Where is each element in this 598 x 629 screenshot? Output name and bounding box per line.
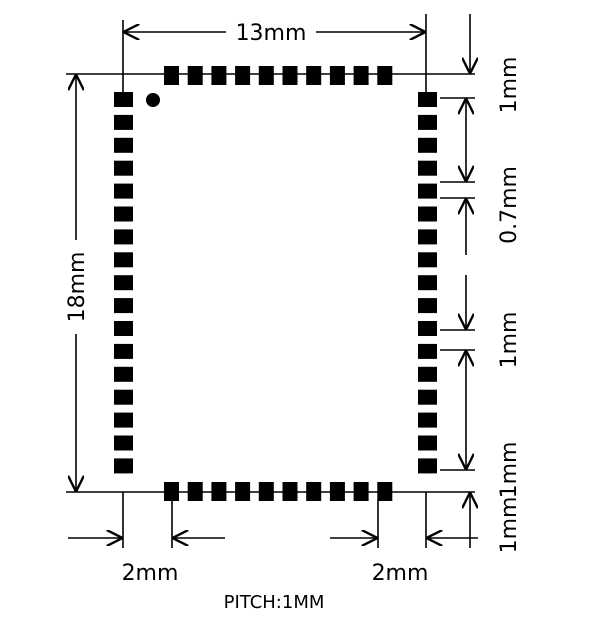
right-pad [418,343,437,359]
left-pad [114,206,133,222]
top-pad [211,66,227,85]
top-pad [306,66,322,85]
left-pad [114,114,133,130]
top-pad [377,66,393,85]
right-pad [418,229,437,245]
left-pad [114,275,133,291]
right-pad [418,92,437,107]
right-pad [418,435,437,451]
left-pad [114,321,133,336]
top-pad-row [164,66,393,85]
right-pad [418,160,437,176]
right-pad [418,206,437,222]
width-label-bg [226,18,316,46]
left-pad-column [114,92,133,474]
top-pad [164,66,179,85]
left-pad [114,435,133,451]
left-pad [114,160,133,176]
top-pad [329,66,345,85]
right-pad [418,389,437,405]
top-pad [258,66,274,85]
left-pad [114,229,133,245]
lower-segment-label: 1mm [497,442,522,499]
pitch-label: PITCH:1MM [224,592,325,613]
left-pad [114,183,133,199]
right-pad [418,183,437,199]
left-pad [114,343,133,359]
height-label-bg [62,240,90,334]
top-pad [353,66,369,85]
bottom-offset-label: 1mm [497,497,522,554]
left-pad [114,252,133,268]
left-pad [114,137,133,153]
right-pad [418,366,437,382]
left-pad [114,458,133,474]
left-pad [114,366,133,382]
right-pad [418,298,437,314]
right-pad [418,275,437,291]
pin-1-marker [146,93,160,107]
pad-gap-label: 0.7mm [497,166,522,244]
right-pad [418,412,437,428]
right-pad [418,321,437,336]
left-margin-label: 2mm [122,561,179,586]
right-pad-column [418,92,437,474]
left-pad [114,298,133,314]
left-pad [114,389,133,405]
left-pad [114,412,133,428]
top-pad [282,66,298,85]
right-pad [418,114,437,130]
top-pad [235,66,251,85]
right-pad [418,252,437,268]
middle-segment-label: 1mm [497,312,522,369]
right-pad [418,137,437,153]
top-pad [187,66,203,85]
left-pad [114,92,133,107]
right-margin-label: 2mm [372,561,429,586]
top-offset-label: 1mm [497,57,522,114]
right-pad [418,458,437,474]
height-label: 18mm [65,252,90,323]
width-label: 13mm [236,21,307,46]
